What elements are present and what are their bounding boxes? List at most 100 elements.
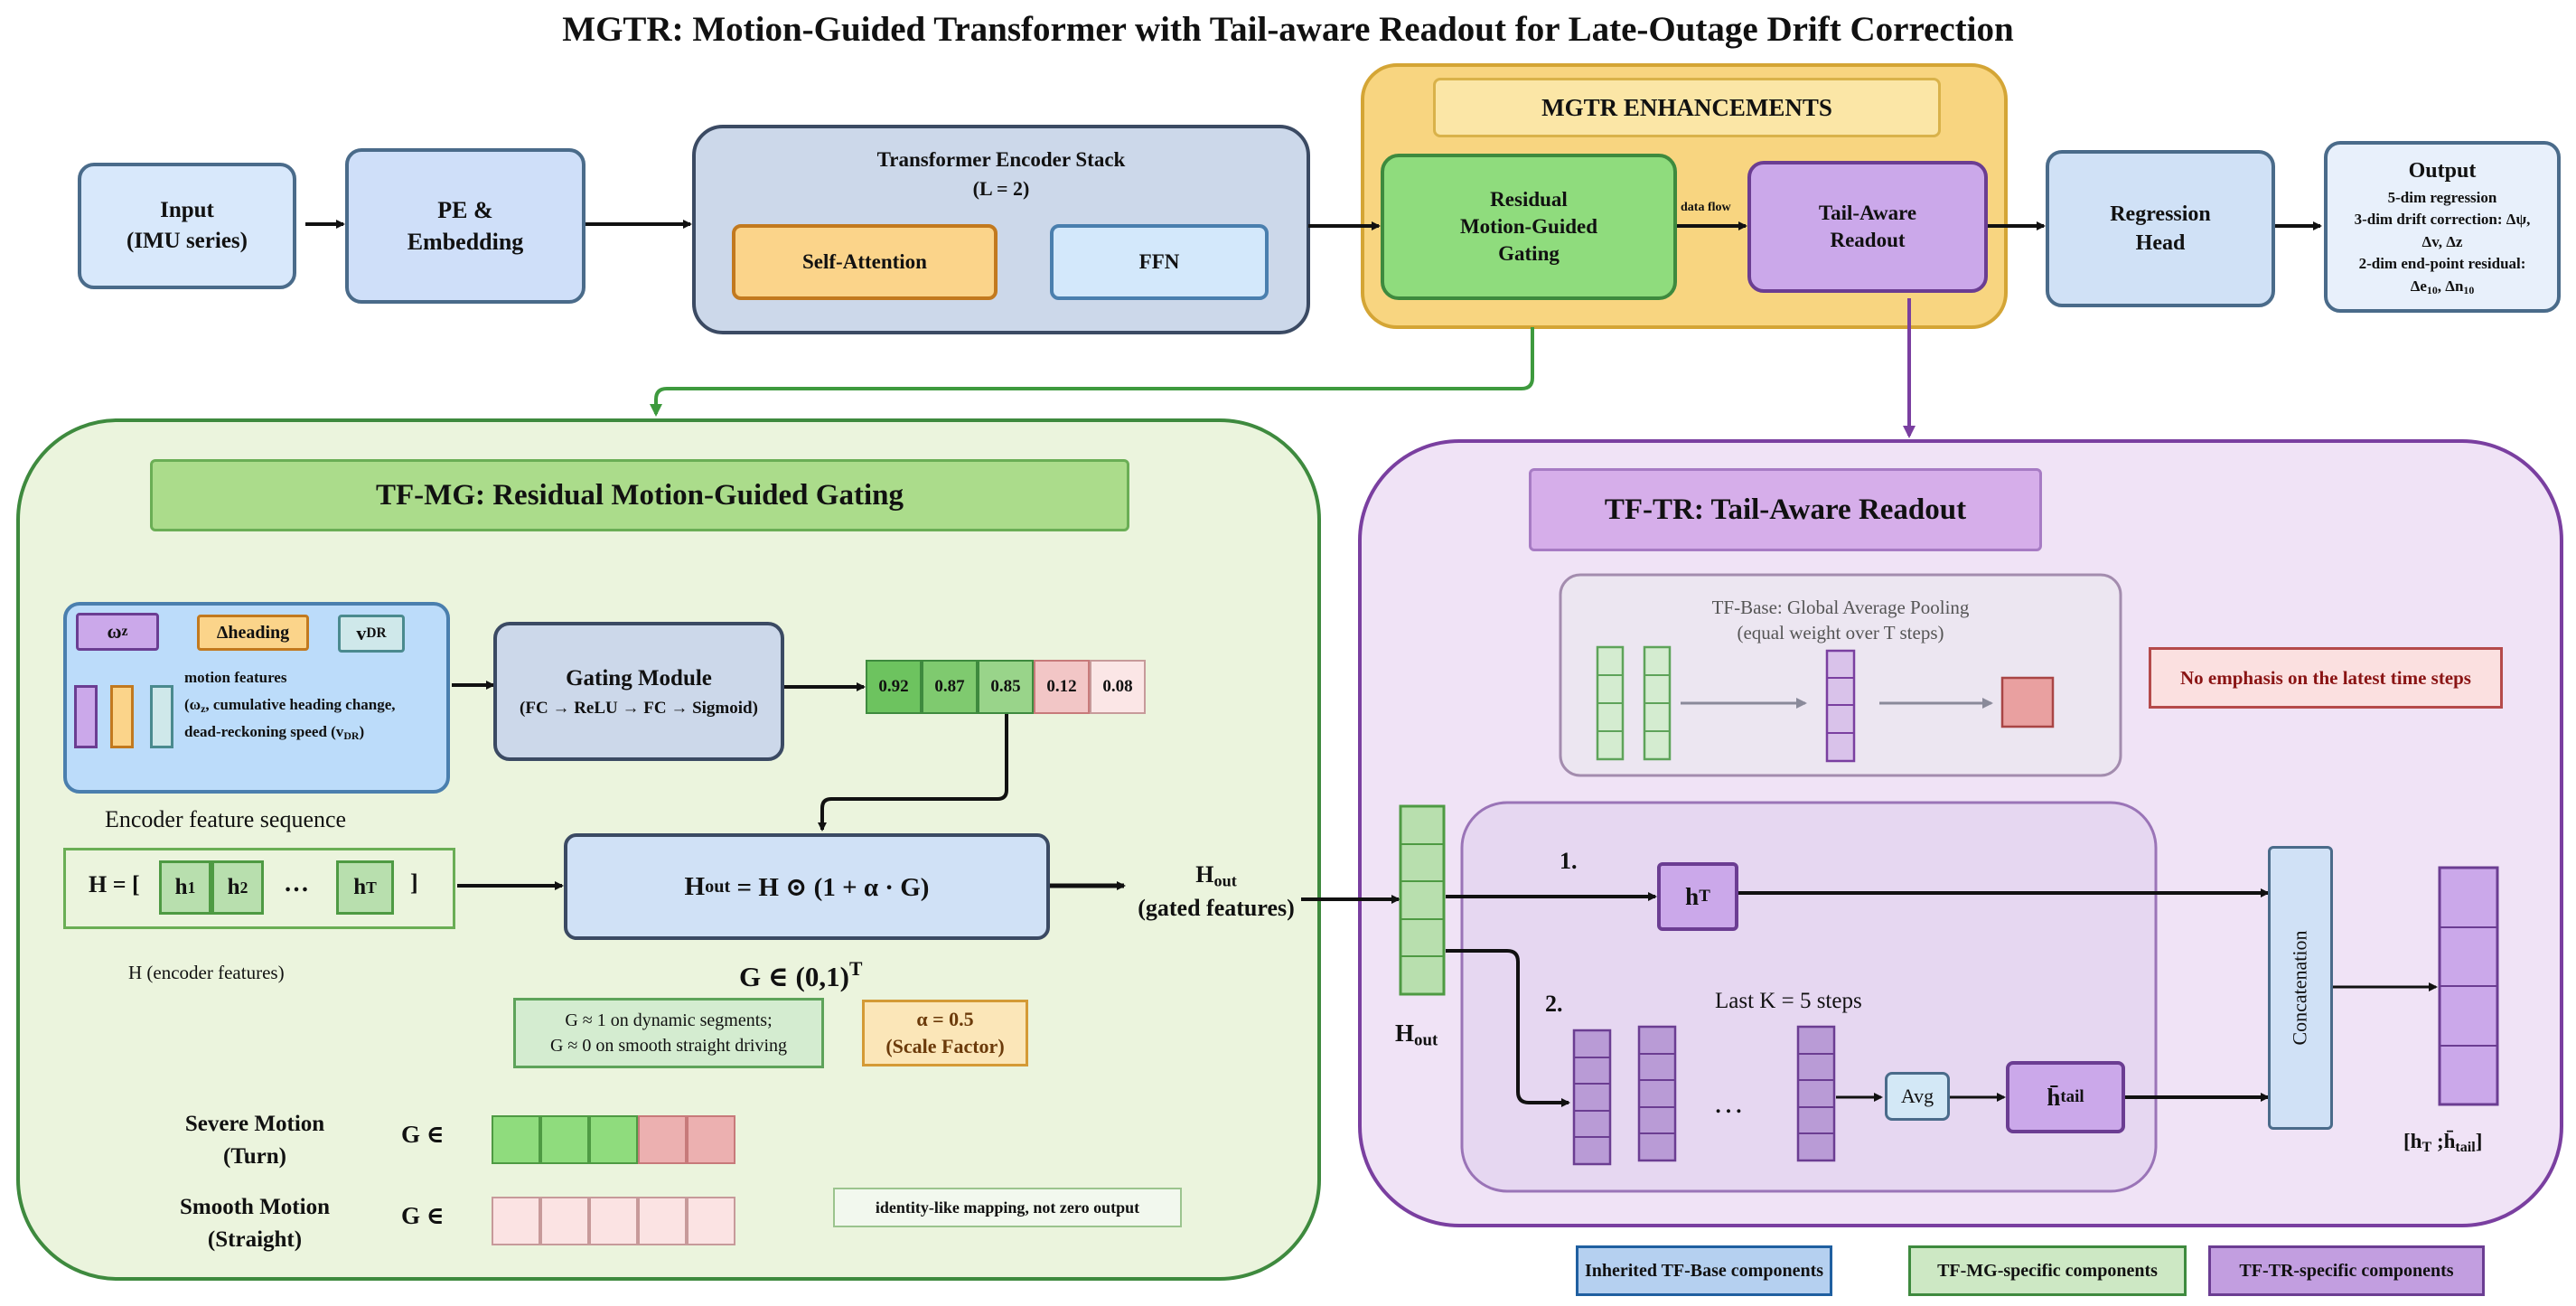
severe-motion-label: Severe Motion(Turn): [184, 1112, 325, 1170]
smooth-cell-3: [638, 1197, 687, 1245]
gate-cell-2: 0.85: [978, 660, 1034, 714]
vdr-bar: [150, 685, 173, 748]
legend-mg: TF-MG-specific components: [1908, 1245, 2187, 1296]
input-label: Input: [160, 198, 214, 223]
lastk-vector-3: [1796, 1025, 1836, 1162]
no-emphasis-note: No emphasis on the latest time steps: [2149, 647, 2503, 709]
arrow-gates-formula: [818, 714, 1008, 832]
smooth-cell-4: [687, 1197, 735, 1245]
residual-gating-block: Residual Motion-Guided Gating: [1381, 154, 1677, 300]
severe-cell-1: [540, 1115, 589, 1164]
gate-cell-3: 0.12: [1034, 660, 1090, 714]
ffn-block: FFN: [1050, 224, 1269, 300]
alpha-value: α = 0.5: [916, 1008, 974, 1031]
output-line4: 2-dim end-point residual:: [2358, 255, 2526, 273]
gate-cell-4: 0.08: [1090, 660, 1146, 714]
gate-cell-1: 0.87: [922, 660, 978, 714]
severe-cell-4: [687, 1115, 735, 1164]
encoder-title: Transformer Encoder Stack: [876, 148, 1126, 171]
legend-tr: TF-TR-specific components: [2208, 1245, 2485, 1296]
g-note-line2: G ≈ 0 on smooth straight driving: [549, 1036, 788, 1056]
gap-vector-2: [1643, 645, 1672, 761]
concatenation-label: Concatenation: [2289, 930, 2312, 1046]
heading-bar: [110, 685, 134, 748]
page-title: MGTR: Motion-Guided Transformer with Tai…: [562, 10, 2014, 49]
motion-features-line2: (ωz, cumulative heading change,: [184, 696, 396, 715]
encoder-caption: H (encoder features): [128, 962, 285, 983]
severe-cell-3: [638, 1115, 687, 1164]
smooth-g-label: G ∈: [401, 1202, 445, 1229]
smooth-cell-2: [589, 1197, 638, 1245]
gating-line2: Motion-Guided: [1459, 215, 1598, 239]
gap-vector-1: [1596, 645, 1625, 761]
seq-dots: …: [284, 869, 309, 897]
lastk-dots: …: [1713, 1086, 1744, 1120]
output-line3: Δv, Δz: [2421, 232, 2463, 250]
gating-module-block: Gating Module (FC → ReLU → FC → Sigmoid): [493, 622, 784, 761]
regression-head-block: Regression Head: [2046, 150, 2275, 307]
avg-block: Avg: [1885, 1072, 1950, 1121]
identity-note: identity-like mapping, not zero output: [833, 1188, 1182, 1227]
gating-module-title: Gating Module: [566, 666, 712, 691]
gating-module-formula: (FC → ReLU → FC → Sigmoid): [520, 698, 758, 718]
step2-label: 2.: [1545, 991, 1563, 1017]
result-vector: [2438, 866, 2499, 1106]
severe-cell-2: [589, 1115, 638, 1164]
step1-label: 1.: [1560, 848, 1578, 874]
readout-inner-panel: [1460, 801, 2158, 1193]
g-domain-label: G ∈ (0,1)T: [739, 958, 863, 992]
severe-cell-0: [492, 1115, 540, 1164]
lastk-label: Last K = 5 steps: [1715, 989, 1862, 1013]
htail-block: h̄tail: [2006, 1061, 2125, 1133]
readout-line2: Readout: [1830, 229, 1906, 251]
output-line2: 3-dim drift correction: Δψ,: [2354, 211, 2531, 229]
heading-chip: Δheading: [197, 615, 309, 651]
input-sublabel: (IMU series): [126, 229, 248, 253]
readout-line1: Tail-Aware: [1818, 202, 1917, 225]
hout-gated-label: Hout (gated features): [1138, 861, 1295, 922]
encoder-layers: (L = 2): [972, 177, 1030, 200]
output-line5: Δe10, Δn10: [2410, 277, 2475, 297]
gap-title-line2: (equal weight over T steps): [1737, 622, 1944, 644]
lastk-vector-1: [1572, 1029, 1612, 1166]
smooth-motion-label: Smooth Motion(Straight): [180, 1195, 330, 1253]
omega-bar: [74, 685, 98, 748]
g-note-box: G ≈ 1 on dynamic segments; G ≈ 0 on smoo…: [513, 998, 824, 1068]
alpha-box: α = 0.5 (Scale Factor): [862, 1000, 1028, 1066]
input-block: Input (IMU series): [78, 163, 296, 289]
gate-cell-0: 0.92: [866, 660, 922, 714]
smooth-cell-1: [540, 1197, 589, 1245]
legend-base: Inherited TF-Base components: [1576, 1245, 1832, 1296]
hout-tftr-label: Hout: [1395, 1019, 1438, 1050]
g-note-line1: G ≈ 1 on dynamic segments;: [565, 1010, 773, 1030]
output-line1: 5-dim regression: [2387, 188, 2497, 206]
output-block: Output 5-dim regression 3-dim drift corr…: [2324, 141, 2561, 313]
pe-label: PE &: [437, 196, 493, 223]
pe-block: PE & Embedding: [345, 148, 585, 304]
gating-line1: Residual: [1490, 188, 1568, 211]
result-label: [hT ;h̄tail]: [2403, 1130, 2483, 1156]
gating-line3: Gating: [1498, 241, 1560, 265]
regression-line1: Regression: [2110, 202, 2211, 226]
self-attention-block: Self-Attention: [732, 224, 998, 300]
data-flow-label: data flow: [1681, 201, 1731, 214]
concatenation-block: Concatenation: [2268, 846, 2333, 1130]
gap-pooled-vector: [1825, 649, 1856, 763]
regression-line2: Head: [2135, 231, 2186, 255]
motion-features-line3: dead-reckoning speed (vDR): [184, 723, 365, 742]
tail-readout-block: Tail-Aware Readout: [1747, 161, 1988, 293]
enhancements-title: MGTR ENHANCEMENTS: [1433, 78, 1941, 137]
tftr-title: TF-TR: Tail-Aware Readout: [1529, 468, 2042, 551]
lastk-vector-2: [1637, 1025, 1677, 1162]
pe-sublabel: Embedding: [407, 229, 524, 255]
gap-output-square: [2000, 676, 2055, 728]
encoder-seq-label: Encoder feature sequence: [105, 806, 347, 832]
arrow-hout-lastk: [1446, 949, 1570, 1107]
gap-title-line1: TF-Base: Global Average Pooling: [1711, 597, 1970, 618]
